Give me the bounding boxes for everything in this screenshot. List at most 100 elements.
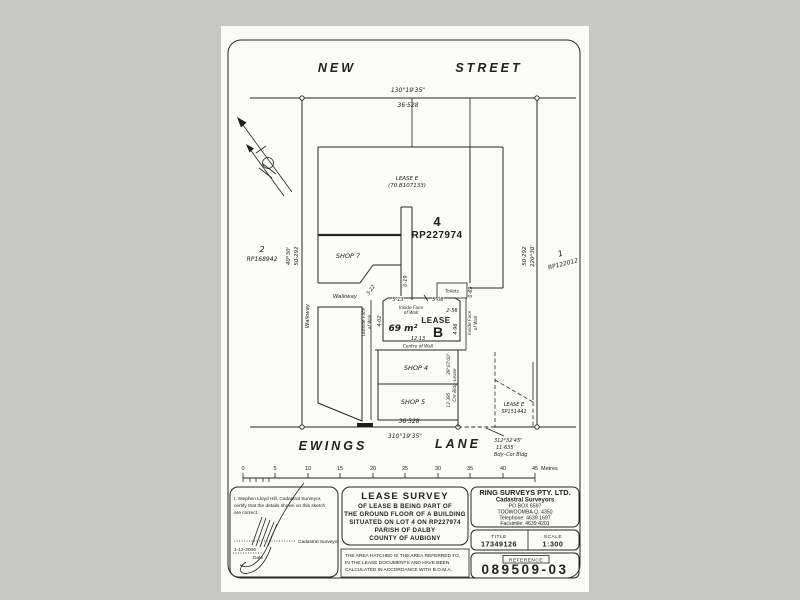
south-boundary-distance: 36·528 [399, 418, 420, 425]
cert-line1: I, Stephen Lloyd Hill, Cadastral Surveyo… [234, 496, 321, 502]
shop7-label: SHOP 7 [336, 252, 361, 260]
inside-face-right-line2: of Wall [473, 315, 479, 330]
scale-tick-10: 10 [305, 466, 311, 472]
east-line-bearing: 39°07'00" [446, 353, 452, 375]
scale-bar: 0 5 10 15 20 25 30 35 40 45 Metres [241, 466, 558, 482]
cert-role-label: Cadastral Surveyor [298, 539, 339, 545]
callout-bearing: 312°32'45" [494, 438, 522, 444]
leaseb-inside-face-line2: of Wall [404, 310, 419, 316]
lease-e-upper-ref: (70.B107133) [388, 183, 426, 189]
street-name-new: NEW [318, 61, 356, 75]
inside-face-right-line1: Inside Face [467, 311, 473, 336]
plan-border [227, 39, 581, 579]
leaseb-dim-5-13: 5·13 [392, 297, 403, 303]
toilets-label: Toilets [445, 289, 459, 295]
callout-distance: 11·635 [496, 445, 514, 451]
firm-fax: Facsimile: 4639 4201 [500, 521, 549, 527]
scale-tick-20: 20 [370, 466, 376, 472]
corner-callout: 312°32'45" 11·635 Bdy–Cor Bldg [485, 427, 527, 458]
outside-face-line1: Outside Face [361, 308, 367, 336]
surveyor-signature [239, 482, 305, 574]
building-outline [317, 98, 504, 427]
lane-name-lane: LANE [435, 437, 481, 451]
lot1-number: 1 [557, 249, 564, 259]
scale-label: SCALE [544, 534, 562, 540]
scale-tick-0: 0 [241, 466, 244, 472]
note-line2: IN THE LEASE DOCUMENTS AND HAVE BEEN [345, 560, 450, 566]
scale-tick-45: 45 [532, 466, 538, 472]
cert-line2: certify that the details shown on this s… [234, 503, 326, 509]
centre-of-wall-label: Centre of Wall [403, 344, 434, 350]
walkway-horizontal-label: Walkway [333, 294, 358, 300]
title-number-label: TITLE [491, 534, 507, 540]
title-line6: COUNTY OF AUBIGNY [369, 535, 441, 542]
reference-value: 089509-03 [481, 562, 568, 577]
leaseb-dim-2-56: 2·56 [446, 308, 457, 314]
north-arrow [237, 117, 293, 197]
north-boundary-distance: 36·528 [398, 102, 419, 109]
east-line-label: Cnr Bldg–Lease [452, 368, 458, 402]
lot4-number: 4 [433, 214, 441, 229]
shop5-label: SHOP 5 [401, 398, 425, 406]
cert-date-label: Date [253, 555, 263, 561]
scale-tick-35: 35 [467, 466, 473, 472]
lease-e-lower-area [494, 352, 534, 427]
cert-line3: are correct. [234, 510, 258, 516]
scale-unit-label: Metres [541, 466, 558, 472]
firm-name: RING SURVEYS PTY. LTD. [479, 488, 570, 497]
lease-e-lower-ref: SP151441 [501, 409, 526, 415]
firm-address2: TOOWOOMBA Q. 4350 [498, 510, 553, 516]
dim-3-22: 3·22 [366, 284, 377, 297]
title-line1: LEASE SURVEY [361, 491, 449, 502]
firm-address1: PO BOX 6597 [509, 504, 542, 510]
west-boundary-bearing: 40°30' [286, 247, 292, 265]
firm-subtitle: Cadastral Surveyors [496, 498, 555, 504]
firm-box: RING SURVEYS PTY. LTD. Cadastral Surveyo… [470, 486, 580, 528]
walkway-vertical-label: Walkway [305, 303, 311, 328]
title-box: LEASE SURVEY OF LEASE B BEING PART OF TH… [341, 486, 469, 546]
leaseb-letter: B [433, 324, 443, 340]
scale-value: 1:300 [543, 540, 564, 549]
lease-b-area: 5·13 5·08 4·02 Inside Face of Wall LEASE… [376, 294, 461, 343]
lot2-plan: RP168942 [247, 256, 278, 263]
cert-date-value: 1-12-2006 [234, 547, 256, 553]
lease-e-upper-name: LEASE E [396, 176, 419, 182]
street-name-street: STREET [455, 61, 522, 75]
dim-0-69: 0·69 [468, 286, 474, 297]
title-line4: SITUATED ON LOT 4 ON RP227974 [349, 519, 461, 526]
shop4-label: SHOP 4 [404, 364, 428, 372]
lot4-plan: RP227974 [411, 230, 462, 241]
outside-face-line2: of Wall [367, 314, 373, 329]
lot-boundary-lines [250, 95, 576, 430]
leaseb-inside-face-line1: Inside Face [399, 305, 424, 311]
scale-tick-25: 25 [402, 466, 408, 472]
note-box: THE AREA HATCHED IS THE AREA REFERRED TO… [340, 548, 470, 578]
leaseb-area-value: 69 m² [389, 324, 418, 334]
firm-phone: Telephone: 4639 1697 [499, 516, 550, 522]
scale-tick-15: 15 [337, 466, 343, 472]
note-line1: THE AREA HATCHED IS THE AREA REFERRED TO… [345, 553, 460, 559]
title-line2: OF LEASE B BEING PART OF [358, 503, 452, 510]
east-boundary-distance: 50·292 [522, 246, 528, 266]
west-boundary-distance: 50·292 [294, 246, 300, 266]
dim-0-19: 0·19 [403, 275, 409, 286]
title-line5: PARISH OF DALBY [375, 527, 436, 534]
scale-tick-40: 40 [500, 466, 506, 472]
lease-e-lower-name: LEASE E [504, 402, 525, 408]
reference-box: REFERENCE 089509-03 [470, 552, 580, 579]
note-line3: CALCULATED IN ACCORDANCE WITH B.O.M.A. [345, 567, 452, 573]
title-scale-box: TITLE 17349126 SCALE 1:300 [470, 529, 580, 551]
lane-name-ewings: EWINGS [299, 439, 368, 453]
paper-page [221, 26, 589, 592]
reference-label: REFERENCE [509, 558, 543, 564]
leaseb-dim-12-13: 12·13 [411, 336, 425, 342]
scale-tick-5: 5 [273, 466, 276, 472]
south-boundary-bearing: 310°19'35" [388, 433, 422, 440]
leaseb-dim-4-02: 4·02 [377, 315, 383, 326]
east-boundary-bearing: 220°30' [530, 245, 536, 267]
lot2-number: 2 [259, 245, 264, 254]
leaseb-dim-4-96: 4·96 [453, 323, 459, 334]
leaseb-dim-5-08: 5·08 [432, 297, 443, 303]
